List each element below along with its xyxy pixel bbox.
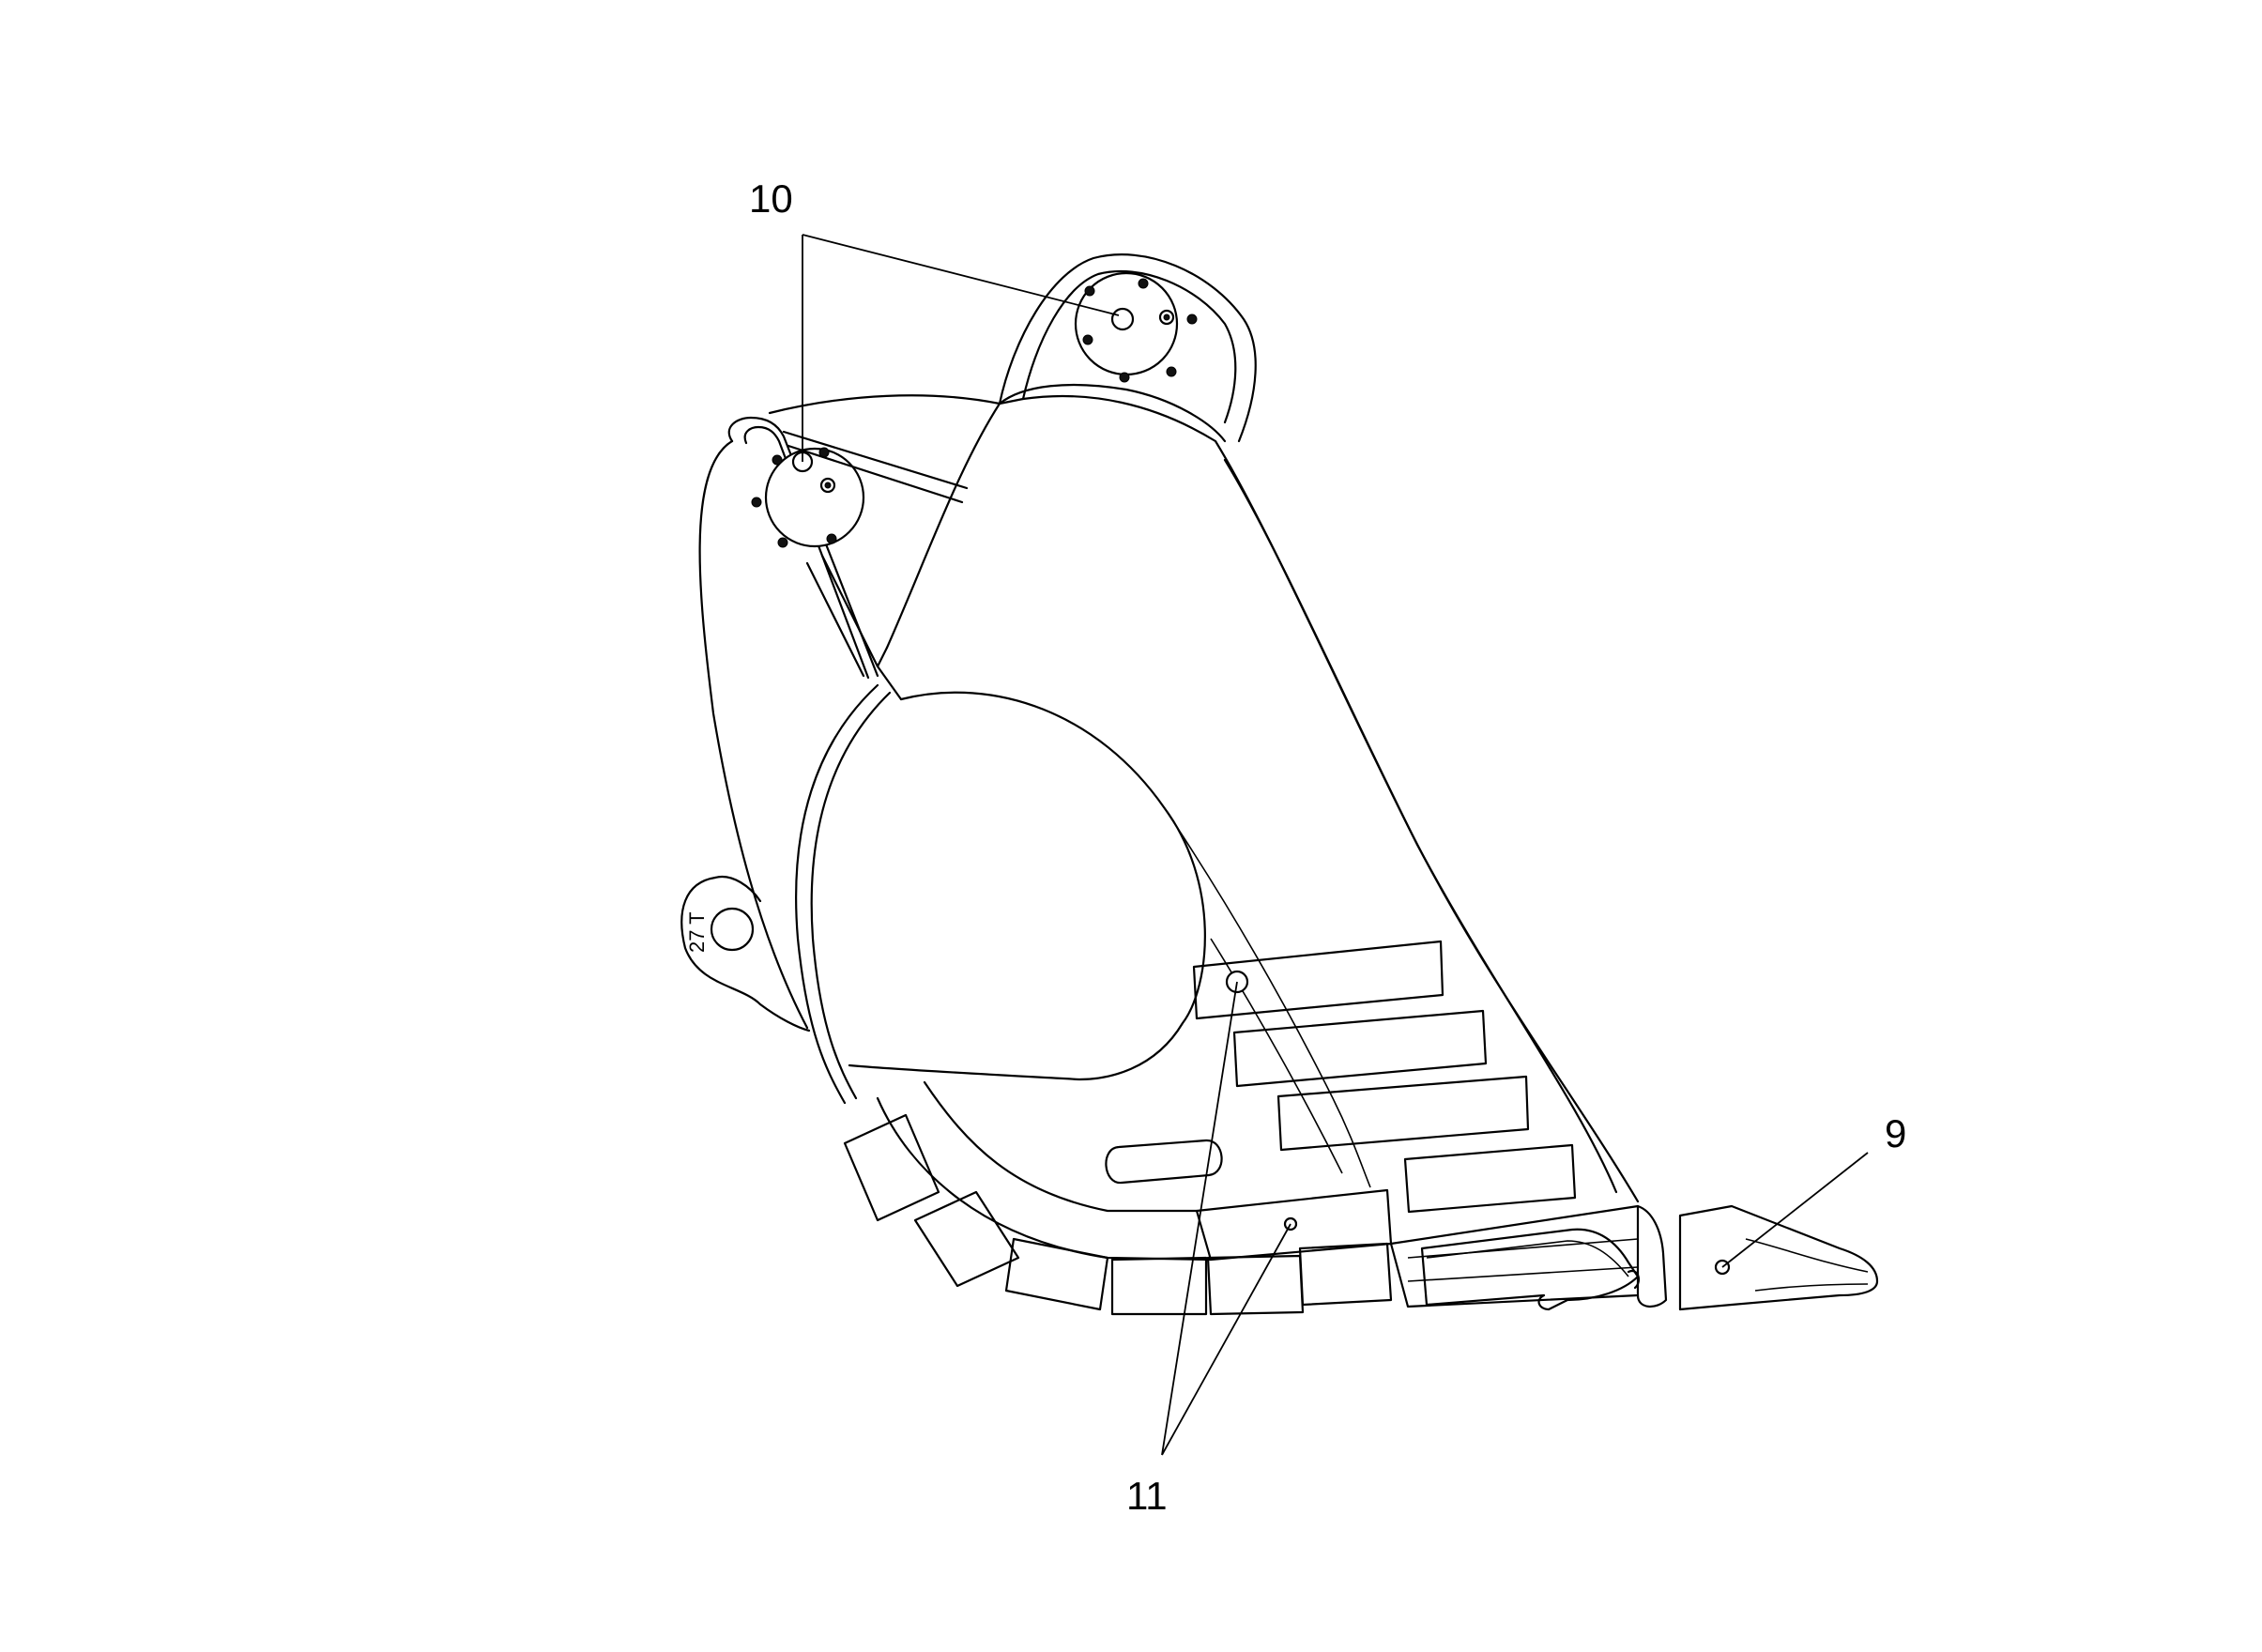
left-bolt	[826, 533, 837, 544]
callout-label-11: 11	[1126, 1474, 1168, 1518]
lug-stamp-text: 27 T	[685, 911, 709, 953]
bottom-wear-blocks	[843, 1080, 1640, 1316]
callout-label-10: 10	[749, 176, 793, 221]
left-pin-plate	[764, 447, 865, 548]
right-ear	[998, 253, 1257, 443]
left-ear	[727, 416, 969, 680]
tooth-assembly	[1420, 1204, 1879, 1311]
leader-lines	[802, 234, 1869, 1456]
left-bolt	[772, 454, 783, 466]
left-bolt	[777, 537, 788, 548]
bucket-body	[680, 394, 1640, 1203]
wear-plates	[1105, 940, 1577, 1262]
callout-label-9: 9	[1885, 1111, 1906, 1155]
left-bolt	[751, 497, 762, 508]
right-grease-nipple	[1110, 307, 1135, 331]
